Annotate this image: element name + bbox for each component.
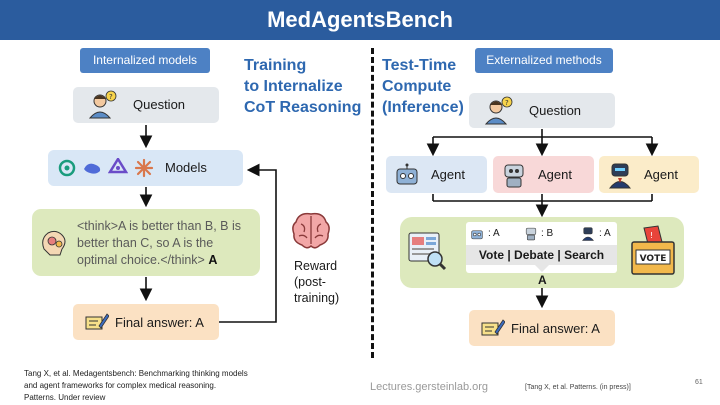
methods-bar: Vote | Debate | Search: [466, 245, 617, 265]
robot-icon: [607, 161, 633, 189]
svg-text:!: !: [650, 231, 653, 240]
robot-icon: [470, 227, 484, 241]
reward-label: Reward (post- training): [294, 259, 340, 305]
openai-icon: [58, 159, 76, 177]
agent-box-2: Agent: [493, 156, 594, 193]
vote-value-3: : A: [599, 228, 611, 239]
externalized-methods-tag: Externalized methods: [475, 48, 613, 73]
agent-label-3: Agent: [644, 167, 678, 182]
brain-gears-icon: [38, 227, 70, 259]
deepseek-icon: [82, 159, 102, 177]
final-answer-box-left: Final answer: A: [73, 304, 219, 340]
brain-icon: [289, 208, 333, 252]
question-label-left: Question: [133, 97, 186, 112]
aggregation-result: A: [538, 273, 547, 287]
thinking-answer: A: [208, 253, 218, 267]
agent-label-1: Agent: [431, 167, 465, 182]
model-star-icon: [108, 158, 128, 178]
agent-box-3: Agent: [599, 156, 699, 193]
claude-icon: [134, 158, 154, 178]
question-box-right: ? Question: [469, 93, 615, 128]
final-answer-label-right: Final answer: A: [511, 321, 600, 336]
document-search-icon: [407, 229, 447, 271]
test-time-compute-heading: Test-Time Compute (Inference): [382, 57, 464, 116]
doctor-question-icon: ?: [87, 90, 117, 120]
models-box: Models: [48, 150, 243, 186]
agent-label-2: Agent: [538, 167, 572, 182]
pencil-paper-icon: [85, 312, 109, 332]
vote-value-1: : A: [488, 228, 500, 239]
robot-icon: [501, 161, 527, 189]
question-label-right: Question: [529, 103, 582, 118]
svg-text:?: ?: [109, 93, 113, 101]
final-answer-box-right: Final answer: A: [469, 310, 615, 346]
methods-label: Vote | Debate | Search: [478, 248, 605, 262]
final-answer-label-left: Final answer: A: [115, 315, 204, 330]
methods-pointer: [535, 265, 549, 272]
website-link[interactable]: Lectures.gersteinlab.org: [370, 381, 489, 393]
agent-box-1: Agent: [386, 156, 487, 193]
internalized-models-tag: Internalized models: [80, 48, 210, 73]
svg-text:?: ?: [505, 99, 509, 107]
vote-value-2: : B: [541, 228, 554, 239]
ballot-label: VOTE: [640, 254, 667, 264]
question-box-left: ? Question: [73, 87, 219, 123]
pencil-paper-icon: [481, 318, 505, 338]
thinking-text: <think>A is better than B, B is better t…: [77, 219, 241, 267]
robot-icon: [524, 226, 538, 241]
robot-icon: [581, 226, 595, 241]
thinking-box: <think>A is better than B, B is better t…: [32, 209, 260, 276]
page-number: 61: [695, 379, 703, 386]
citation: Tang X, et al. Medagentsbench: Benchmark…: [24, 369, 248, 402]
reference-note: [Tang X, et al. Patterns. (in press)]: [525, 384, 631, 391]
arrow-reward-loop: [219, 163, 277, 323]
slide-title: MedAgentsBench: [0, 0, 720, 40]
aggregation-box: : A : B : A Vote | Debate | Search A ! V…: [400, 217, 684, 288]
doctor-question-icon: ?: [483, 96, 513, 126]
robot-icon: [394, 162, 420, 188]
models-label: Models: [165, 160, 207, 175]
vote-panel: : A : B : A Vote | Debate | Search: [466, 222, 617, 273]
ballot-box-icon: ! VOTE: [628, 224, 678, 276]
section-divider: [371, 48, 374, 358]
training-heading: Training to Internalize CoT Reasoning: [244, 57, 362, 116]
